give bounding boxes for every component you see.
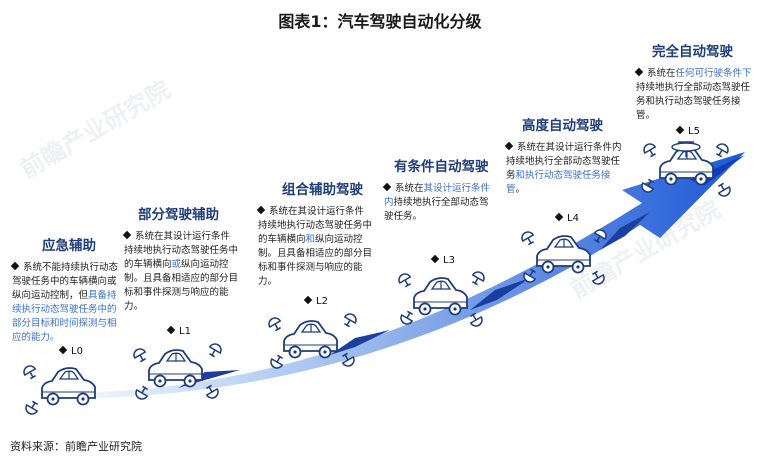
level-desc-l3: 系统在其设计运行条件内持续地执行全部动态驾驶任务。	[382, 182, 491, 222]
level-name-l3: 有条件自动驾驶	[394, 159, 489, 175]
sensor-icon	[713, 141, 731, 159]
diamond-icon	[554, 212, 564, 222]
bullet-icon	[256, 205, 266, 215]
car-l3-icon	[413, 277, 468, 316]
sensor-icon	[206, 341, 224, 359]
level-code-l3: L3	[430, 254, 455, 266]
level-code-l4: L4	[554, 212, 579, 224]
level-name-l0: 应急辅助	[42, 238, 96, 254]
sensor-icon	[21, 363, 39, 381]
bullet-icon	[122, 230, 132, 240]
sensor-icon	[23, 399, 41, 417]
level-desc-l5: 系统在任何可行驶条件下持续地执行全部动态驾驶任务和执行动态驾驶任务接管。	[634, 67, 752, 121]
sensor-icon	[519, 229, 537, 247]
arrow-marker	[470, 278, 530, 310]
diamond-icon	[166, 325, 176, 335]
sensor-icon	[341, 311, 359, 329]
diamond-icon	[430, 254, 440, 264]
level-desc-l2: 系统在其设计运行条件持续地执行动态驾驶任务中的车辆横向和纵向运动控制。且具备相适…	[256, 205, 373, 287]
arrow-marker	[178, 370, 240, 388]
sensor-icon	[266, 315, 284, 333]
level-name-l4: 高度自动驾驶	[522, 118, 603, 134]
figure-title: 图表1：汽车驾驶自动化分级	[278, 12, 482, 31]
car-l0-icon	[41, 367, 96, 406]
bullet-icon	[382, 182, 392, 192]
level-code-l0: L0	[58, 345, 83, 357]
source-note: 资料来源：前瞻产业研究院	[10, 440, 142, 453]
diamond-icon	[58, 345, 68, 355]
bullet-icon	[10, 261, 20, 271]
level-name-l2: 组合辅助驾驶	[282, 182, 363, 198]
car-l2-icon	[283, 320, 338, 359]
arrow-marker	[330, 330, 390, 355]
level-code-l1: L1	[166, 325, 191, 337]
sensor-icon	[396, 271, 414, 289]
sensor-icon	[641, 141, 659, 159]
level-desc-l0: 系统不能持续执行动态驾驶任务中的车辆横向或纵向运动控制，但具备持续执行动态驾驶任…	[10, 261, 119, 343]
sensor-icon	[131, 346, 149, 364]
car-l1-icon	[148, 349, 203, 388]
level-code-l5: L5	[675, 125, 700, 137]
sensor-icon	[589, 269, 607, 287]
diamond-icon	[303, 295, 313, 305]
level-desc-l1: 系统在其设计运行条件持续地执行动态驾驶任务中的车辆横向或纵向运动控制。且具备相适…	[122, 230, 239, 312]
arrow-marker	[600, 212, 650, 250]
level-name-l1: 部分驾驶辅助	[138, 207, 219, 223]
level-desc-l4: 系统在其设计运行条件内持续地执行全部动态驾驶任务和执行动态驾驶任务接管。	[504, 141, 622, 195]
sensor-icon	[715, 181, 733, 199]
bullet-icon	[504, 141, 514, 151]
level-code-l2: L2	[303, 295, 328, 307]
sensor-icon	[469, 269, 487, 287]
diamond-icon	[675, 125, 685, 135]
bullet-icon	[634, 67, 644, 77]
level-name-l5: 完全自动驾驶	[652, 44, 733, 60]
antenna-icon	[671, 141, 701, 157]
